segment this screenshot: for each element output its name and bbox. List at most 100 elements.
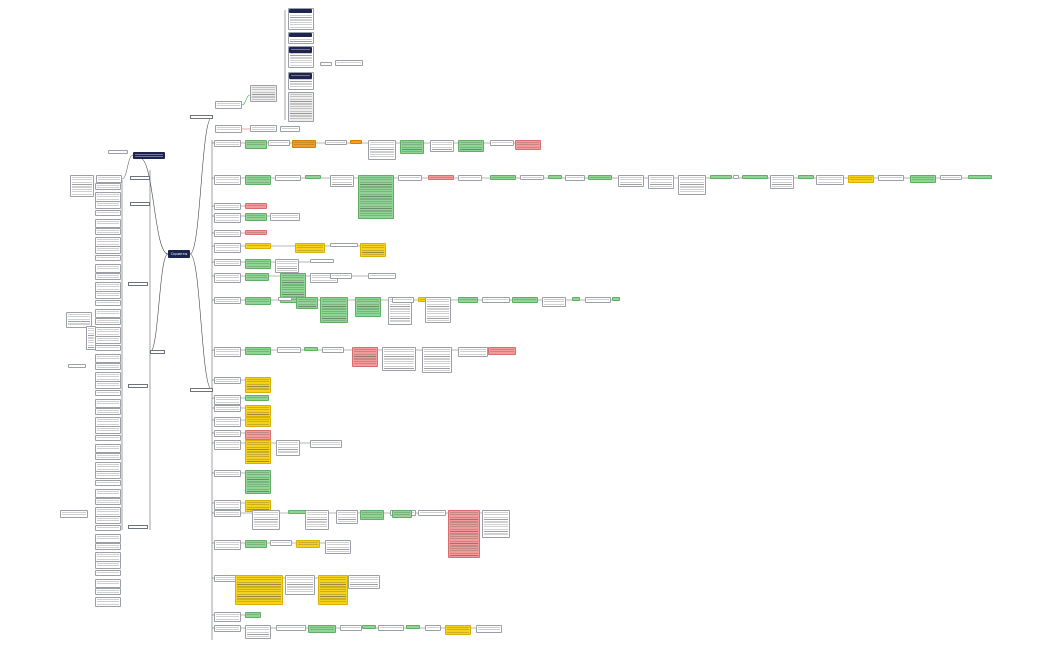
left-leaf-node[interactable] [95,318,121,325]
step-node[interactable] [425,297,451,323]
step-node[interactable] [310,440,342,448]
left-leaf-node[interactable] [95,498,121,505]
step-node[interactable] [245,230,267,235]
left-leaf-node[interactable] [95,336,121,344]
left-leaf-node[interactable] [95,525,121,531]
step-node[interactable] [878,175,904,181]
step-node[interactable] [325,140,347,145]
step-node[interactable] [448,510,480,558]
step-node[interactable] [245,297,271,305]
step-node[interactable] [252,510,280,530]
top-stack-header[interactable] [289,9,312,13]
left-leaf-node[interactable] [95,516,121,524]
left-leaf-node[interactable] [95,300,121,306]
left-leaf-node[interactable] [95,426,121,434]
left-leaf-node[interactable] [95,363,121,370]
step-node[interactable] [968,175,992,179]
left-leaf-node[interactable] [95,219,121,228]
step-node[interactable] [292,140,316,148]
step-node[interactable] [245,243,271,249]
step-node[interactable] [268,140,290,146]
step-node[interactable] [245,540,267,548]
left-leaf-node[interactable] [95,246,121,254]
trunk-row-node[interactable] [214,203,241,210]
left-sub-hub[interactable] [128,525,148,529]
step-node[interactable] [270,213,300,221]
trunk-row-node[interactable] [214,430,241,437]
branch-hub-top[interactable] [190,115,213,119]
left-sub-hub[interactable] [128,282,148,286]
branch-hub-main[interactable] [190,388,213,392]
step-node[interactable] [542,297,566,307]
step-node[interactable] [428,175,454,180]
left-note[interactable] [60,510,88,518]
trunk-row-node[interactable] [214,500,241,510]
step-node[interactable] [245,430,271,440]
step-node[interactable] [360,510,384,520]
step-node[interactable] [318,575,348,605]
step-node[interactable] [285,575,315,595]
left-note[interactable] [70,175,94,197]
trunk-row-node[interactable] [214,259,241,266]
step-node[interactable] [235,575,283,605]
left-sub-hub[interactable] [130,176,150,180]
step-node[interactable] [270,540,292,546]
left-leaf-node[interactable] [95,534,121,543]
left-leaf-node[interactable] [95,561,121,569]
step-node[interactable] [330,243,358,247]
step-node[interactable] [572,297,580,301]
left-leaf-node[interactable] [95,543,121,550]
left-sub-hub[interactable] [128,384,148,388]
step-node[interactable] [245,612,261,618]
step-node[interactable] [296,297,318,309]
step-node[interactable] [245,417,271,427]
top-stack-header[interactable] [289,73,312,79]
step-node[interactable] [520,175,544,180]
step-node[interactable] [325,540,351,554]
step-node[interactable] [458,175,482,181]
step-node[interactable] [392,297,414,303]
step-node[interactable] [358,175,394,219]
top-child-node[interactable] [250,85,277,102]
step-node[interactable] [305,175,321,179]
step-node[interactable] [245,175,271,185]
step-node[interactable] [482,510,510,538]
branch-hub-left[interactable] [150,350,165,354]
step-node[interactable] [245,625,271,639]
left-leaf-node[interactable] [95,579,121,588]
trunk-row-node[interactable] [214,417,241,427]
step-node[interactable] [458,347,488,357]
step-node[interactable] [733,175,739,179]
step-node[interactable] [277,347,301,353]
step-node[interactable] [458,140,484,152]
left-note[interactable] [66,312,92,328]
step-node[interactable] [418,510,446,516]
left-note[interactable] [96,175,122,183]
step-node[interactable] [515,140,541,150]
step-node[interactable] [245,259,271,269]
left-note[interactable] [86,326,96,350]
step-node[interactable] [910,175,936,183]
trunk-row-node[interactable] [214,347,241,357]
step-node[interactable] [770,175,794,189]
step-node[interactable] [425,625,441,631]
step-node[interactable] [585,297,611,303]
step-node[interactable] [548,175,562,179]
step-node[interactable] [430,140,454,152]
trunk-row-node[interactable] [214,510,241,517]
step-node[interactable] [336,510,358,524]
step-node[interactable] [245,140,267,149]
step-node[interactable] [588,175,612,180]
trunk-row-node[interactable] [214,213,241,223]
trunk-row-node[interactable] [214,470,241,477]
top-branch-node[interactable] [215,101,242,109]
step-node[interactable] [275,259,299,273]
left-leaf-node[interactable] [95,390,121,396]
step-node[interactable] [612,297,620,301]
left-leaf-node[interactable] [95,444,121,453]
left-leaf-node[interactable] [95,453,121,460]
left-leaf-node[interactable] [95,210,121,216]
left-leaf-node[interactable] [95,345,121,351]
step-node[interactable] [848,175,874,183]
left-leaf-node[interactable] [95,399,121,408]
